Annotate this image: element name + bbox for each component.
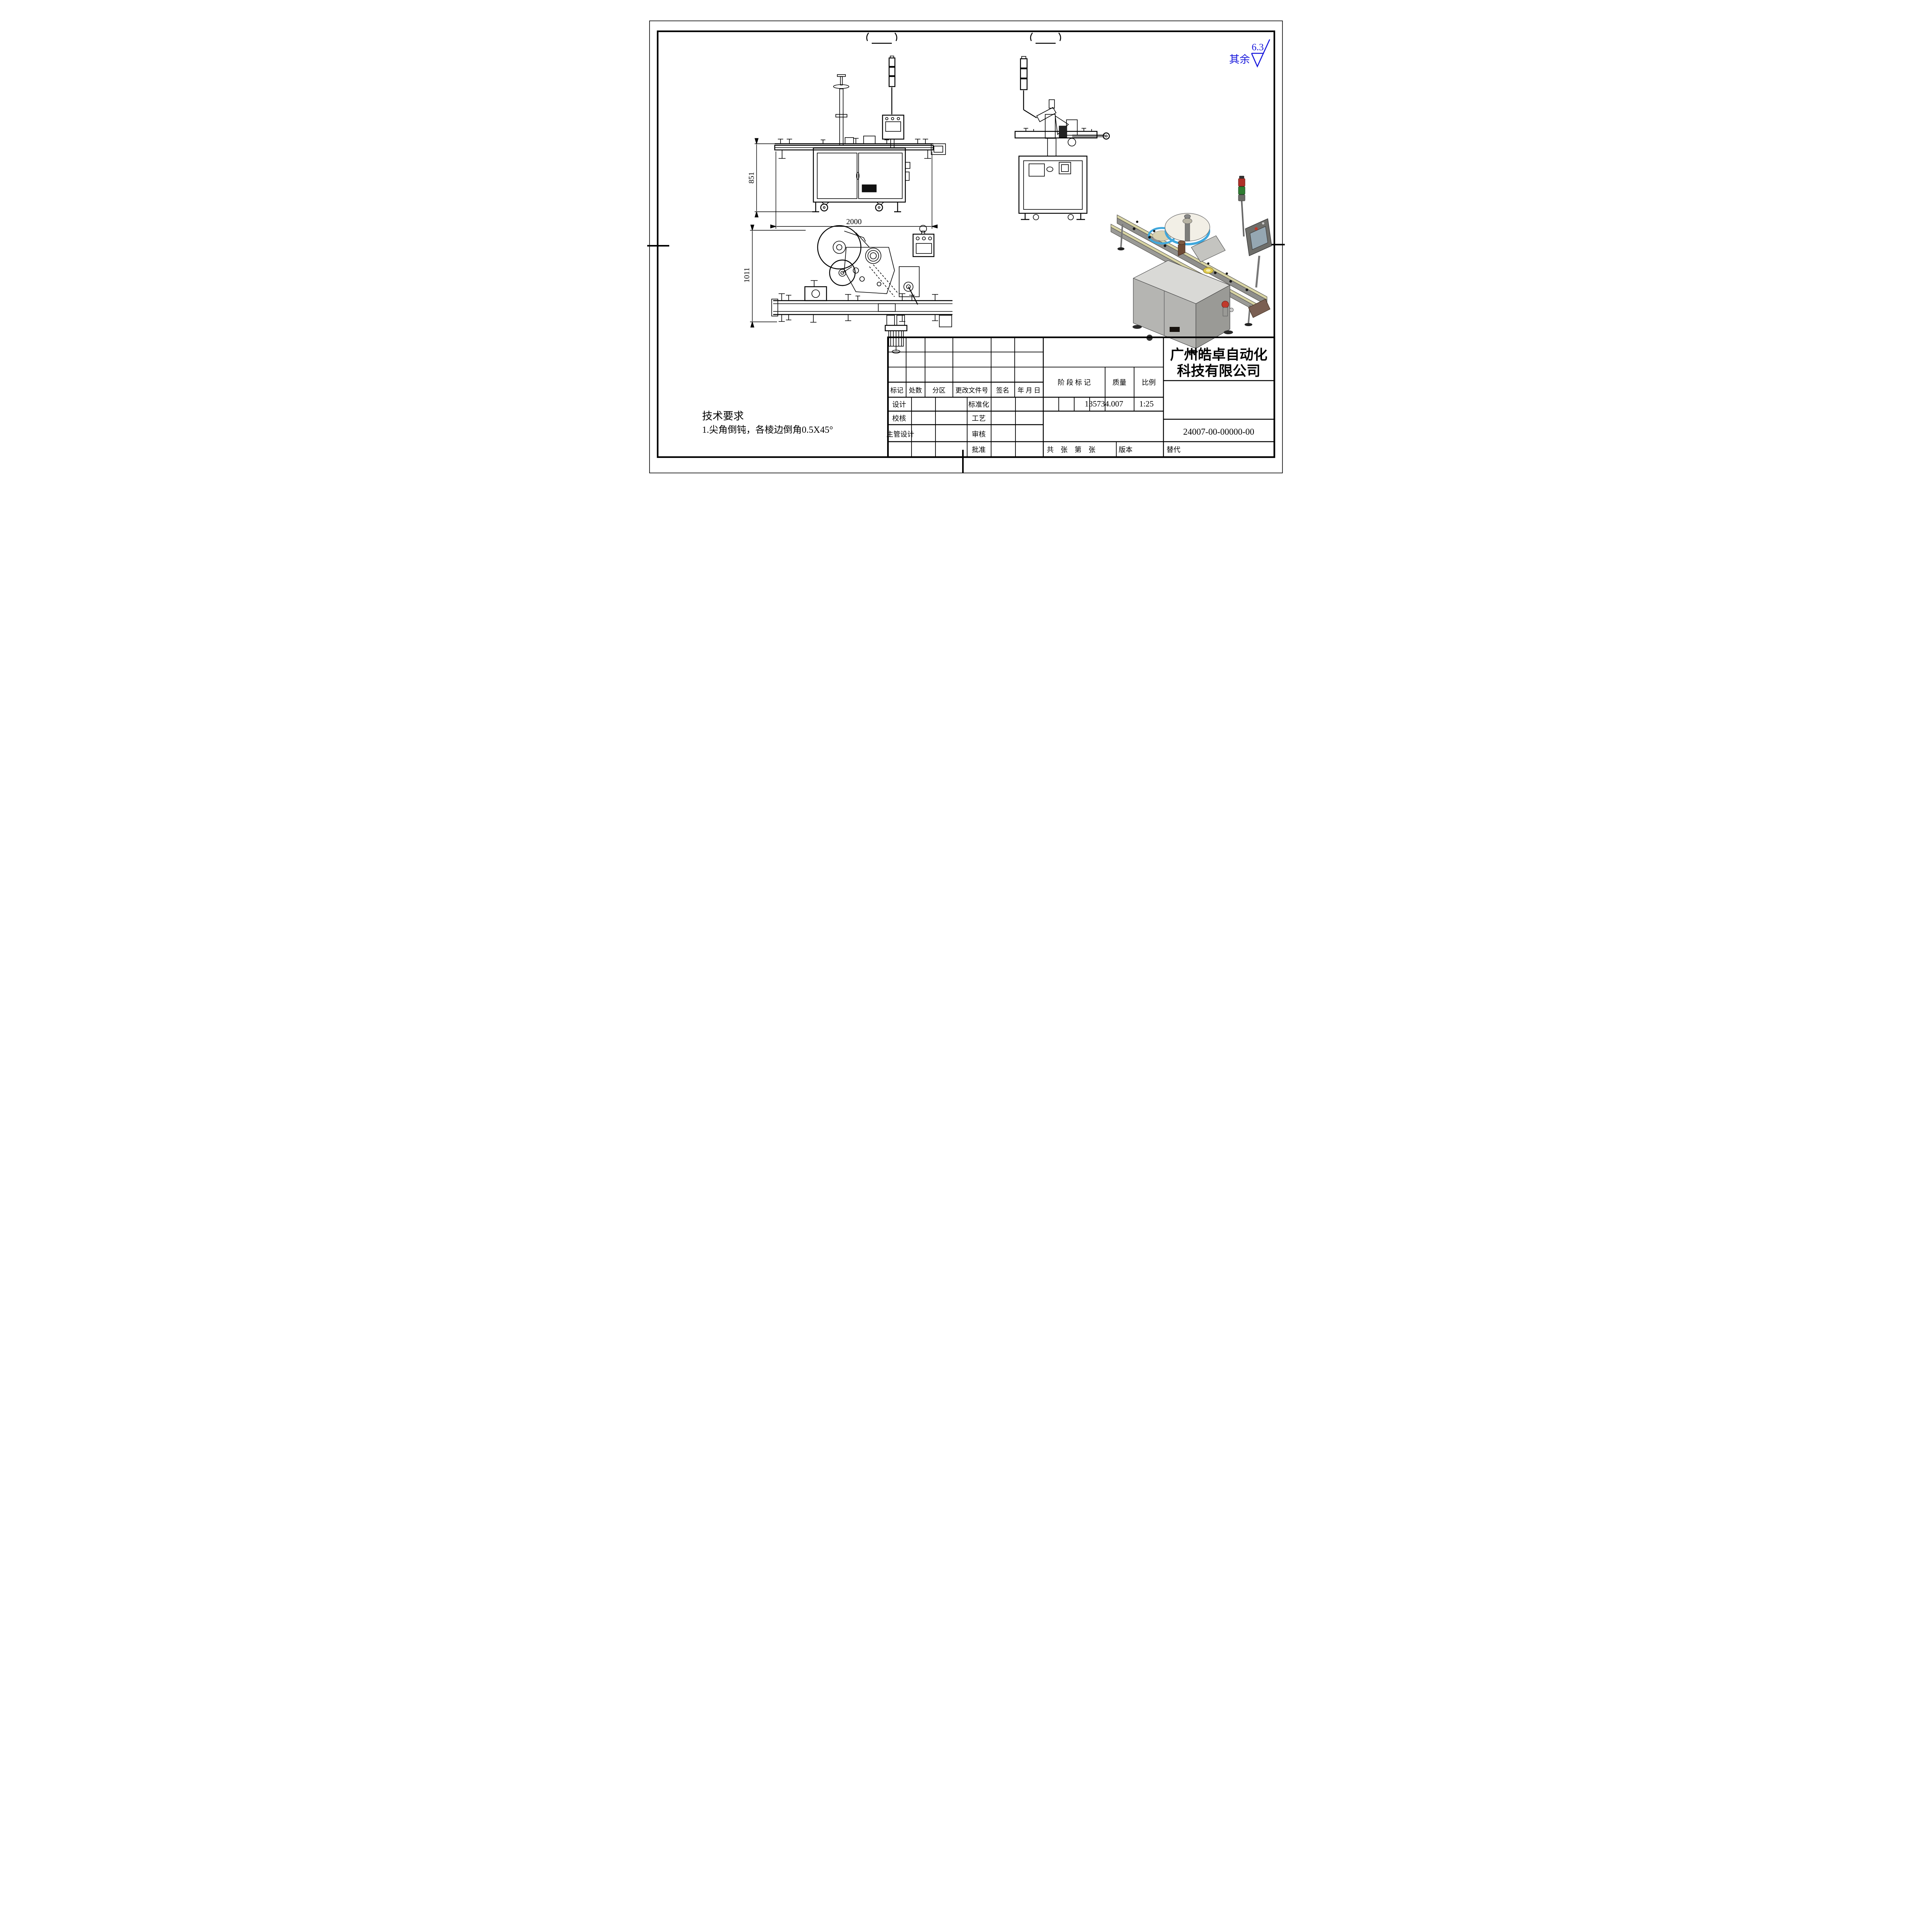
iso-label-reel [1148,213,1226,274]
border-frame [647,20,1285,473]
col-mark: 标记 [890,387,903,394]
dim-1011-label: 1011 [743,267,751,282]
tower-light-side [1020,56,1037,119]
labeler-plate-top [844,247,899,297]
company-line2: 科技有限公司 [1177,363,1260,379]
version-label: 版本 [1119,446,1133,454]
tower-light-front [888,56,896,114]
side-rod-handwheel [1059,119,1110,146]
conveyor-top [771,299,952,316]
company-name: 广州皓卓自动化 科技有限公司 [1170,347,1267,379]
fold-mark-left [866,32,898,44]
dim-851: 851 [747,138,813,218]
sheet-count-row: 共 张 第 张 版本 替代 [1047,446,1180,454]
iso-tower-light [1238,176,1245,237]
revision-header-row: 标记 处数 分区 更改文件号 签名 年 月 日 [890,387,1041,394]
drawing-number: 24007-00-00000-00 [1183,427,1254,437]
tech-req-title: 技术要求 [702,410,744,422]
label-ratio: 比例 [1142,379,1156,386]
tech-req-item: 1.尖角倒钝，各棱边倒角0.5X45° [702,425,833,435]
sheet-count: 共 张 第 张 [1047,446,1095,454]
iso-logo-plate [1170,327,1180,332]
label-design: 设计 [892,401,906,408]
signature-rows: 设计 标准化 校核 工艺 主管设计 审核 批准 [886,401,989,454]
label-standardization: 标准化 [968,401,989,408]
dim-851-label: 851 [747,172,756,184]
col-count: 处数 [909,387,922,394]
label-chief-design: 主管设计 [886,430,914,438]
front-view: 851 2000 [747,56,946,229]
mass-value: 135734.007 [1085,399,1123,408]
surface-roughness-icon [1251,39,1270,68]
pusher-top [884,315,908,354]
col-date: 年 月 日 [1017,387,1041,394]
label-approve: 批准 [972,446,986,454]
label-check: 校核 [892,415,906,422]
dim-2000: 2000 [770,151,938,229]
dim-2000-label: 2000 [846,218,862,226]
label-review: 审核 [972,430,986,438]
surface-roughness-value: 6.3 [1252,42,1264,53]
conveyor-fittings [778,136,928,144]
iso-cabinet [1133,260,1233,354]
drawing-sheet: 其余 6.3 [647,0,1285,493]
iso-hmi [1245,218,1272,288]
hmi-panel-front [882,114,905,148]
end-box-top [939,315,952,327]
col-zone: 分区 [932,387,946,394]
guide-screws [779,280,938,323]
label-process: 工艺 [972,415,986,422]
top-view: 1011 [743,224,952,354]
cabinet-feet [812,202,901,213]
surface-note-prefix: 其余 [1229,54,1250,65]
title-block: 标记 处数 分区 更改文件号 签名 年 月 日 设计 标准化 校核 工艺 主管设… [886,336,1276,458]
outer-border [649,20,1283,473]
technical-requirements: 技术要求 1.尖角倒钝，各棱边倒角0.5X45° [702,410,833,435]
surface-finish-note: 其余 6.3 [1229,39,1270,68]
iso-accessories [1133,221,1270,318]
table-side [1014,128,1098,156]
fold-mark-right [1030,32,1061,44]
side-assembly-top [899,266,920,305]
cabinet-front [813,147,910,203]
label-stage: 阶 段 标 记 [1058,379,1091,386]
company-line1: 广州皓卓自动化 [1170,347,1267,362]
cabinet-side-feet [1021,213,1085,220]
label-mass: 质量 [1112,379,1126,386]
conveyor-end-feet [779,143,946,159]
turntable-column [833,74,849,146]
logo-plate [862,184,877,192]
side-view [1014,56,1110,220]
isometric-view [1111,176,1272,354]
hmi-top [912,225,935,257]
iso-labeling-head [1191,235,1226,262]
replace-label: 替代 [1167,446,1180,454]
scale-value: 1:25 [1139,399,1153,408]
stage-mass-scale: 阶 段 标 记 质量 比例 135734.007 1:25 [1058,379,1156,408]
col-change-doc: 更改文件号 [956,387,988,394]
col-signature: 签名 [996,387,1009,394]
dim-1011: 1011 [743,224,806,328]
cabinet-side [1018,155,1088,214]
